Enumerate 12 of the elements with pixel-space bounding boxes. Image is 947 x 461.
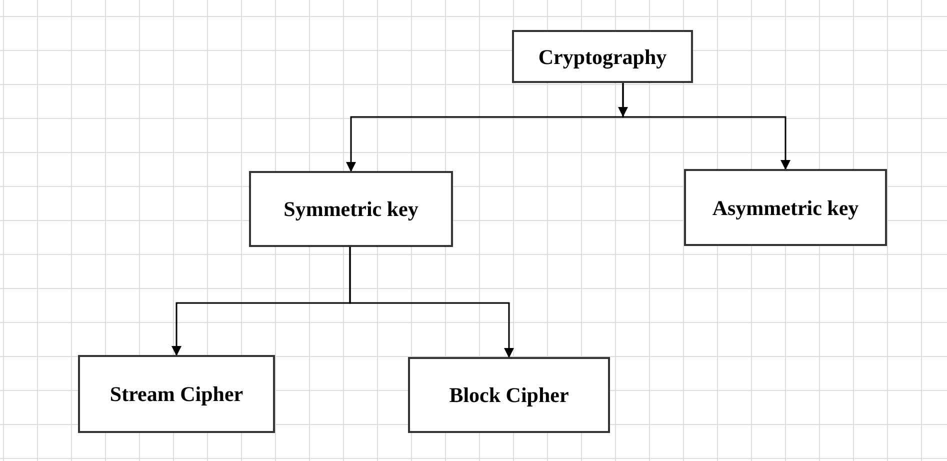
node-label: Stream Cipher — [110, 381, 244, 408]
connector-arrow — [349, 247, 514, 358]
node-label: Asymmetric key — [712, 194, 859, 222]
process-box — [78, 355, 275, 433]
connector-arrow — [622, 83, 790, 170]
node-label: Block Cipher — [449, 382, 569, 409]
node-label: Symmetric key — [284, 196, 418, 223]
node-label: Cryptography — [538, 44, 667, 71]
process-box — [408, 357, 610, 433]
process-box — [512, 30, 693, 83]
process-box — [684, 169, 887, 246]
process-box — [249, 171, 453, 247]
